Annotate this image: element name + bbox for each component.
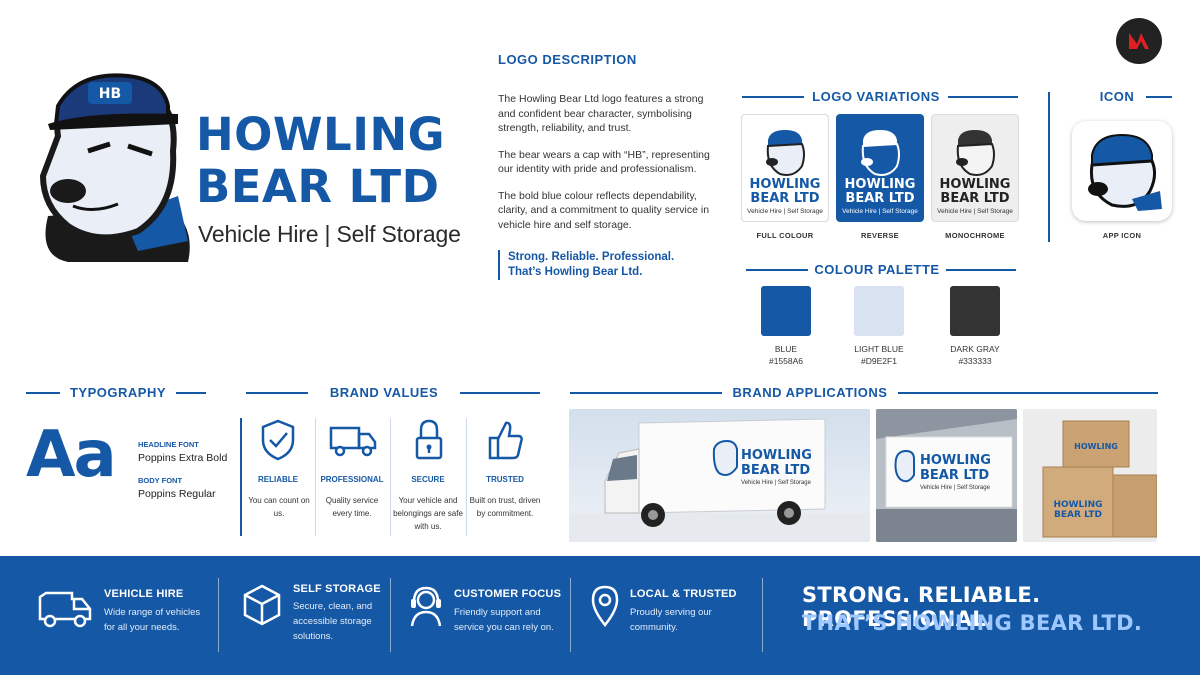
value-title-professional: PROFESSIONAL (320, 475, 384, 484)
typography-title: TYPOGRAPHY (69, 385, 166, 400)
mini-word-2: BEAR LTD (940, 191, 1010, 206)
truck-icon (328, 420, 378, 465)
mini-bear-icon (861, 130, 900, 176)
variation-label-reverse: REVERSE (861, 231, 899, 240)
mini-bear-icon (956, 130, 995, 176)
body-font-label: BODY FONT (138, 476, 183, 485)
application-van-photo: HOWLING BEAR LTD Vehicle Hire | Self Sto… (569, 409, 870, 542)
van-outline-icon (36, 585, 94, 634)
mini-tag: Vehicle Hire | Self Storage (747, 208, 823, 215)
value-title-secure: SECURE (411, 475, 445, 484)
headline-font-name: Poppins Extra Bold (138, 452, 228, 464)
van-tag: Vehicle Hire | Self Storage (741, 480, 812, 486)
swatch-light-blue-label: LIGHT BLUE#D9E2F1 (854, 344, 904, 366)
value-text-secure: Your vehicle and belongings are safe wit… (393, 496, 463, 531)
value-text-trusted: Built on trust, driven by commitment. (469, 496, 541, 518)
logo-variations-title: LOGO VARIATIONS (812, 89, 940, 104)
footer-text-self-storage: Secure, clean, and accessible storage so… (293, 601, 373, 642)
mini-bear-icon (766, 130, 805, 176)
hero-wordmark-line2: BEAR LTD (196, 160, 440, 213)
value-title-trusted: TRUSTED (486, 475, 524, 484)
padlock-icon (414, 418, 444, 467)
application-boxes-photo: HOWLING HOWLING BEAR LTD (1023, 409, 1157, 542)
mini-word-2: BEAR LTD (750, 191, 820, 206)
value-text-professional: Quality service every time. (325, 496, 379, 518)
variation-monochrome: HOWLING BEAR LTD Vehicle Hire | Self Sto… (931, 114, 1019, 222)
mini-word-1: HOWLING (844, 177, 916, 192)
mini-word-1: HOWLING (939, 177, 1011, 192)
brand-badge-icon (1116, 18, 1162, 64)
brand-values-title: BRAND VALUES (329, 385, 439, 400)
value-title-reliable: RELIABLE (258, 475, 298, 484)
variation-full-colour: HOWLING BEAR LTD Vehicle Hire | Self Sto… (741, 114, 829, 222)
icon-title: ICON (1099, 89, 1135, 104)
footer-text-vehicle-hire: Wide range of vehicles for all your need… (104, 607, 201, 633)
mini-tag: Vehicle Hire | Self Storage (842, 208, 918, 215)
footer-slogan-line1: STRONG. RELIABLE. PROFESSIONAL. (802, 583, 1041, 631)
footer-title-local-trusted: LOCAL & TRUSTED (630, 588, 737, 600)
swatch-dark-gray-label: DARK GRAY#333333 (950, 344, 1000, 366)
sign-word-2: BEAR LTD (920, 468, 989, 483)
app-icon-label: APP ICON (1102, 231, 1142, 240)
description-para-3: The bold blue colour reflects dependabil… (498, 189, 710, 231)
footer-text-local-trusted: Proudly serving our community. (630, 607, 712, 633)
mini-word-2: BEAR LTD (845, 191, 915, 206)
box-word-3: BEAR LTD (1054, 510, 1102, 520)
hero-cap-text: HB (99, 86, 121, 102)
typography-sample: Aa (26, 418, 117, 492)
brand-applications-title: BRAND APPLICATIONS (732, 385, 888, 400)
sign-word-1: HOWLING (920, 453, 991, 468)
variation-label-full: FULL COLOUR (756, 231, 814, 240)
swatch-blue-label: BLUE#1558A6 (768, 344, 804, 366)
footer-title-vehicle-hire: VEHICLE HIRE (104, 588, 184, 600)
swatch-dark-gray (950, 286, 1000, 336)
mini-tag: Vehicle Hire | Self Storage (937, 208, 1013, 215)
box-word-1: HOWLING (1074, 442, 1118, 451)
van-word-1: HOWLING (741, 448, 812, 463)
swatch-light-blue (854, 286, 904, 336)
headset-icon (408, 584, 444, 633)
logo-description-body: The Howling Bear Ltd logo features a str… (498, 92, 716, 244)
footer-title-customer-focus: CUSTOMER FOCUS (454, 588, 562, 600)
hero-tagline: Vehicle Hire | Self Storage (198, 221, 461, 247)
sign-tag: Vehicle Hire | Self Storage (920, 485, 991, 491)
headline-font-label: HEADLINE FONT (138, 440, 199, 449)
application-sign-photo: HOWLING BEAR LTD Vehicle Hire | Self Sto… (876, 409, 1017, 542)
location-pin-icon (590, 584, 620, 633)
hero-bear-mascot: HB (28, 66, 196, 262)
van-word-2: BEAR LTD (741, 463, 810, 478)
palette-title: COLOUR PALETTE (814, 262, 940, 277)
mini-word-1: HOWLING (749, 177, 821, 192)
description-quote: Strong. Reliable. Professional. That’s H… (498, 250, 674, 280)
logo-description-title: LOGO DESCRIPTION (498, 52, 637, 67)
footer-text-customer-focus: Friendly support and service you can rel… (454, 607, 554, 633)
footer-band (0, 556, 1200, 675)
app-icon (1072, 121, 1172, 221)
thumbs-up-icon (486, 418, 526, 467)
hero-wordmark-line1: HOWLING (196, 108, 446, 161)
variation-reverse: HOWLING BEAR LTD Vehicle Hire | Self Sto… (836, 114, 924, 222)
shield-check-icon (258, 418, 298, 467)
footer-title-self-storage: SELF STORAGE (293, 583, 381, 595)
swatch-blue (761, 286, 811, 336)
footer-slogan-line2: THAT’S HOWLING BEAR LTD. (802, 611, 1143, 635)
description-para-2: The bear wears a cap with “HB”, represen… (498, 148, 710, 176)
value-text-reliable: You can count on us. (248, 496, 310, 518)
description-para-1: The Howling Bear Ltd logo features a str… (498, 93, 704, 134)
box-icon (242, 583, 282, 632)
quote-line-2: That’s Howling Bear Ltd. (508, 266, 643, 278)
box-word-2: HOWLING (1053, 500, 1102, 510)
body-font-name: Poppins Regular (138, 488, 216, 500)
quote-line-1: Strong. Reliable. Professional. (508, 251, 675, 263)
variation-label-mono: MONOCHROME (945, 231, 1005, 240)
